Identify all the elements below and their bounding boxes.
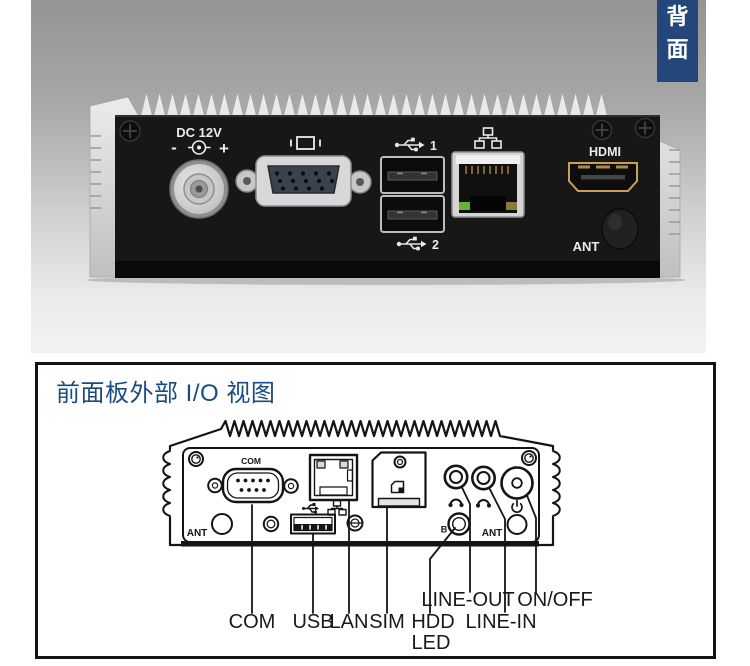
usb-port-2 bbox=[380, 195, 445, 233]
sim-slot-drawing bbox=[371, 451, 427, 509]
dc-minus-label: - bbox=[171, 138, 177, 157]
usb1-number: 1 bbox=[430, 139, 437, 153]
diagram-usb-icon bbox=[302, 503, 319, 514]
callout-label-sim: SIM bbox=[369, 611, 405, 633]
diagram-slot-screw bbox=[346, 514, 364, 532]
usb-icon-2 bbox=[396, 236, 427, 251]
diagram-screw-left bbox=[188, 451, 204, 467]
ant-hole-highlight bbox=[608, 214, 622, 230]
line-in-icon bbox=[475, 499, 492, 508]
screw-hdmi-right bbox=[634, 117, 656, 139]
callout-label-lan: LAN bbox=[330, 611, 369, 633]
dc-polarity-icon bbox=[188, 140, 211, 155]
diagram-com-text: COM bbox=[241, 456, 261, 466]
left-scallop-mask bbox=[167, 450, 173, 517]
diagram-bottom-band bbox=[181, 541, 539, 547]
screw-top-left bbox=[119, 120, 141, 142]
hdmi-port bbox=[568, 162, 638, 192]
callout-label-on-off: ON/OFF bbox=[517, 589, 593, 611]
hdmi-label: HDMI bbox=[589, 145, 621, 159]
callout-line-line-in bbox=[488, 486, 506, 613]
diagram-lan-icon bbox=[327, 499, 347, 516]
lan-icon bbox=[474, 127, 502, 149]
dc-12v-label: DC 12V bbox=[176, 125, 222, 140]
right-scallop-mask bbox=[550, 450, 556, 517]
diagram-right-scallops bbox=[552, 450, 561, 517]
line-out-jack-drawing bbox=[443, 464, 469, 490]
usb-port-drawing bbox=[290, 513, 336, 535]
vga-monitor-icon bbox=[290, 136, 321, 150]
tab-char-2: 面 bbox=[666, 37, 689, 62]
dc-power-jack bbox=[169, 159, 229, 219]
ant-label: ANT bbox=[573, 239, 600, 254]
diagram-small-jack bbox=[262, 515, 280, 533]
faceplate-top-edge bbox=[115, 115, 660, 117]
line-in-jack-drawing bbox=[470, 465, 496, 491]
lan-port bbox=[451, 151, 525, 218]
callout-label-com: COM bbox=[229, 611, 276, 633]
lan-led-green bbox=[459, 202, 470, 210]
back-side-tab: 背 面 bbox=[657, 0, 698, 82]
callout-label-line-out: LINE-OUT bbox=[421, 589, 514, 611]
callout-label-line-in: LINE-IN bbox=[465, 611, 536, 633]
com-port-drawing bbox=[207, 467, 299, 504]
usb-icon-1 bbox=[394, 137, 425, 152]
callout-lines bbox=[251, 485, 537, 614]
diagram-ant-right-text: ANT bbox=[482, 528, 503, 539]
callout-line-hdd bbox=[429, 527, 456, 614]
callout-line-line-out bbox=[460, 485, 471, 593]
usb2-number: 2 bbox=[432, 238, 439, 252]
callout-label-hdd: HDD bbox=[411, 611, 454, 633]
power-icon bbox=[511, 499, 523, 513]
diagram-left-scallops bbox=[162, 450, 171, 517]
screw-hdmi-left bbox=[591, 119, 613, 141]
rear-panel-photo-image: DC 12V - + bbox=[31, 0, 706, 353]
ant-hole bbox=[601, 208, 639, 250]
diagram-ant-right-hole bbox=[506, 514, 528, 535]
dc-plus-label: + bbox=[219, 139, 229, 158]
callout-line-on-off bbox=[526, 494, 537, 593]
right-rail-fins bbox=[669, 149, 680, 235]
lan-led-amber bbox=[506, 202, 517, 210]
diagram-ant-left-text: ANT bbox=[187, 528, 208, 539]
tab-char-1: 背 bbox=[666, 4, 689, 29]
line-out-icon bbox=[448, 498, 464, 508]
callout-label-usb: USB bbox=[292, 611, 333, 633]
power-button-drawing bbox=[500, 466, 534, 500]
lan-port-drawing bbox=[308, 453, 359, 502]
faceplate-bottom-lip bbox=[115, 261, 660, 278]
callout-label-led: LED bbox=[412, 632, 451, 654]
rear-panel-photo: DC 12V - + bbox=[31, 0, 706, 353]
usb-port-1 bbox=[380, 156, 445, 194]
diagram-title: 前面板外部 I/O 视图 bbox=[56, 380, 276, 407]
diagram-screw-right bbox=[521, 450, 537, 466]
diagram-ant-left-hole bbox=[211, 513, 233, 535]
diagram-hdd-marker-text: B bbox=[441, 525, 448, 535]
front-panel-diagram: COM ANT ANT B LINE-OUT ON/OFF COM USB LA… bbox=[162, 419, 593, 654]
vga-port bbox=[235, 155, 372, 207]
left-rail-fins bbox=[90, 135, 101, 209]
